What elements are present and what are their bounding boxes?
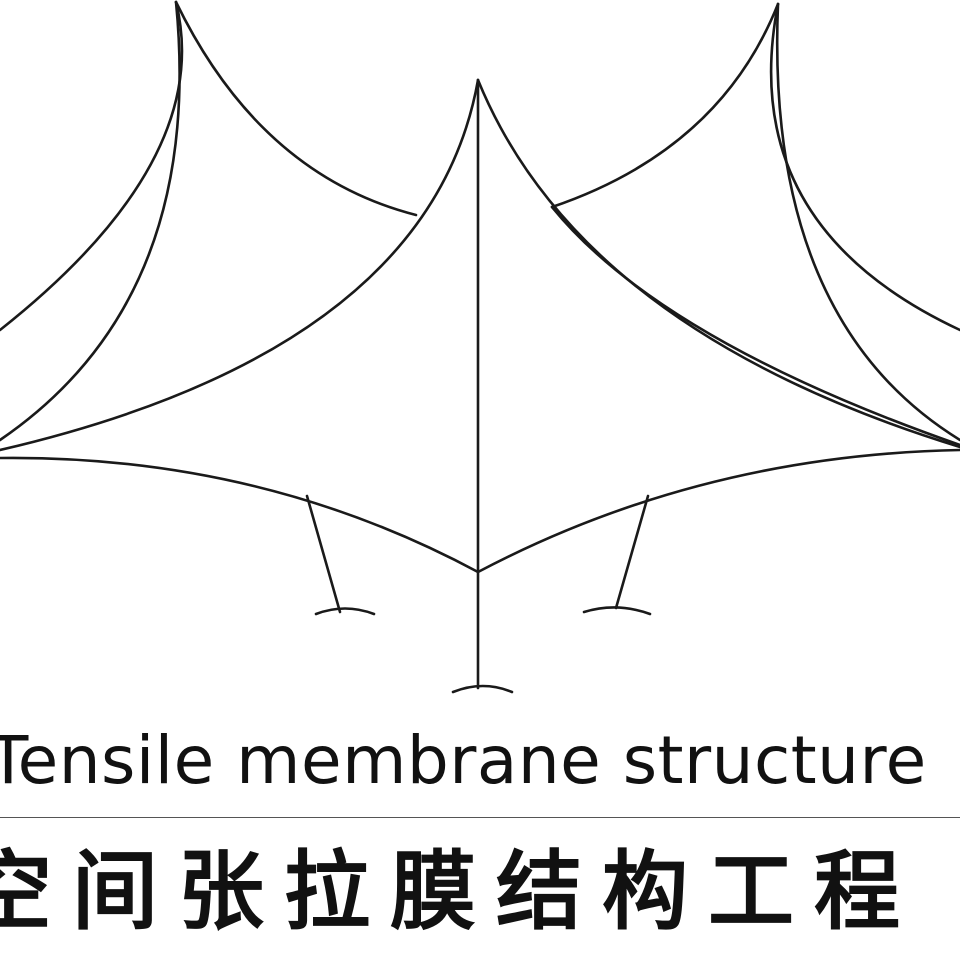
right-peak-valley-cable <box>550 205 960 447</box>
chinese-title: 空间张拉膜结构工程 <box>0 842 920 942</box>
title-divider <box>0 817 960 818</box>
center-mast-foundation <box>451 684 514 694</box>
right-support-strut <box>614 494 650 610</box>
left-support-strut <box>305 494 342 614</box>
center-peak-left-edge <box>0 78 480 452</box>
english-title: Tensile membrane structure <box>0 722 927 799</box>
left-peak-inner-edge <box>0 0 181 442</box>
right-peak-inner-edge <box>775 2 960 442</box>
tensile-membrane-tent-drawing <box>0 0 960 694</box>
right-peak-outer-edge <box>769 2 960 332</box>
left-peak-top-ridge <box>174 0 418 217</box>
center-peak-right-edge <box>476 78 960 449</box>
left-peak-outer-edge <box>0 0 184 332</box>
right-bottom-catenary-edge <box>476 448 960 574</box>
left-bottom-catenary-edge <box>0 456 480 574</box>
right-peak-top-ridge <box>550 2 780 209</box>
right-strut-foundation <box>582 606 652 616</box>
left-strut-foundation <box>314 607 376 616</box>
